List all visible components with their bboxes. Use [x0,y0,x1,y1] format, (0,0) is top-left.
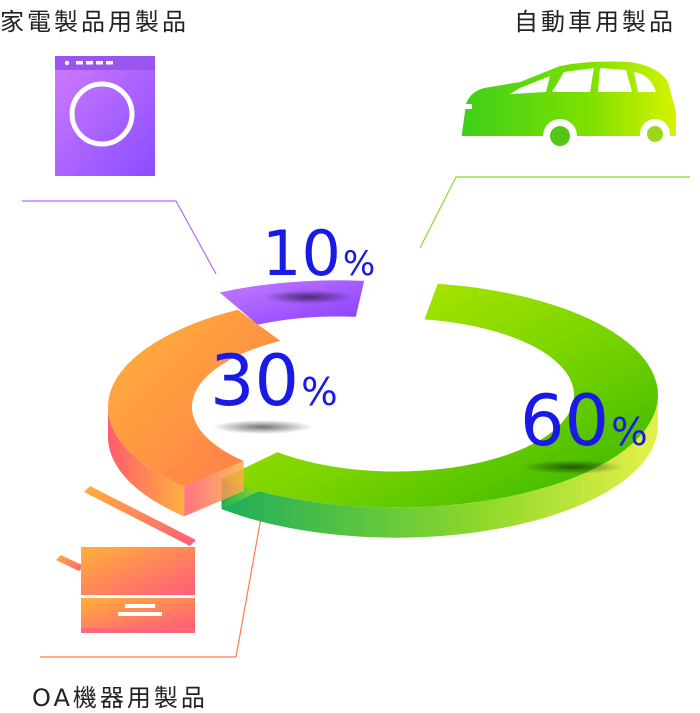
car-icon [462,61,676,153]
label-oa-equipment: OA機器用製品 [32,684,208,712]
value-label-percent-auto: % [611,410,648,455]
washing-machine-icon [55,56,155,176]
segment-oa-equipment-top [108,309,281,487]
value-label-shadow-0 [522,460,623,474]
segment-oa-equipment-cap-0 [184,461,244,517]
value-label-percent-home: % [343,244,375,284]
leader-line-oa [40,511,263,658]
label-automotive: 自動車用製品 [514,8,676,36]
copier-icon [56,486,196,633]
leader-line-auto [419,176,690,249]
segment-automotive [221,283,658,538]
label-home-appliance: 家電製品用製品 [0,8,189,36]
value-label-percent-oa: % [301,370,338,415]
value-label-oa: 30% [210,340,338,422]
segment-oa-equipment-side [108,407,185,517]
leader-lines [22,176,690,658]
segment-automotive-top [221,283,658,508]
value-label-shadow-1 [212,420,313,434]
leader-line-home [22,200,217,275]
donut-ring [108,280,658,538]
segment-automotive-side [221,395,658,538]
value-label-shadow-2 [263,290,354,304]
value-label-home: 10% [262,217,375,290]
segment-oa-equipment [108,309,281,517]
